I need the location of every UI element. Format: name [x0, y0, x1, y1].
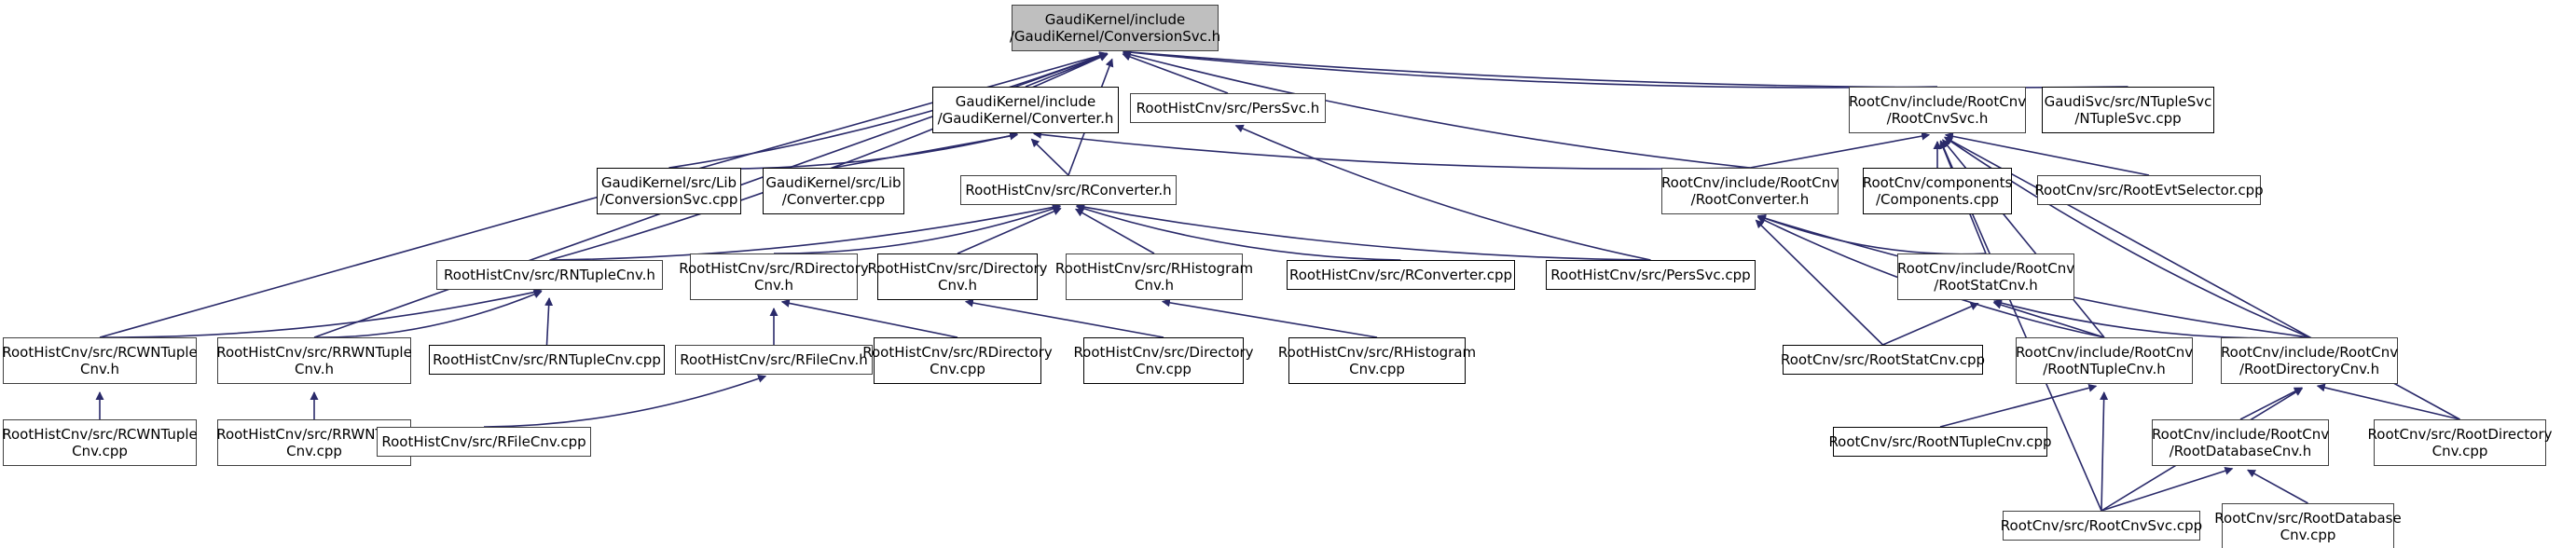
graph-node[interactable]: RootHistCnv/src/RDirectory Cnv.cpp — [862, 337, 1053, 384]
graph-node[interactable]: RootHistCnv/src/RCWNTuple Cnv.h — [2, 337, 198, 384]
graph-edge — [2239, 387, 2303, 420]
graph-edge — [668, 131, 1019, 171]
graph-node[interactable]: RootHistCnv/src/Directory Cnv.h — [867, 253, 1048, 300]
graph-node[interactable]: RootHistCnv/src/RHistogram Cnv.cpp — [1278, 337, 1476, 384]
graph-node[interactable]: RootHistCnv/src/PersSvc.h — [1130, 93, 1326, 123]
graph-edge — [1030, 138, 1069, 176]
graph-node[interactable]: RootCnv/src/RootNTupleCnv.cpp — [1828, 427, 2052, 457]
graph-node[interactable]: GaudiSvc/src/NTupleSvc /NTupleSvc.cpp — [2042, 87, 2214, 133]
graph-node[interactable]: GaudiKernel/src/Lib /Converter.cpp — [763, 168, 904, 214]
graph-edge — [773, 204, 1062, 254]
graph-edge — [1755, 219, 1884, 346]
graph-edge — [2247, 469, 2308, 504]
graph-node[interactable]: RootHistCnv/src/RFileCnv.cpp — [377, 427, 591, 457]
graph-node[interactable]: RootHistCnv/src/RRWNTuple Cnv.h — [216, 337, 412, 384]
graph-edge — [1032, 130, 1751, 170]
graph-edge — [957, 207, 1062, 254]
graph-node[interactable]: RootCnv/include/RootCnv /RootDatabaseCnv… — [2152, 419, 2329, 466]
graph-edge — [1756, 214, 1987, 255]
graph-edge — [1074, 208, 1155, 254]
graph-node[interactable]: RootCnv/src/RootCnvSvc.cpp — [2001, 511, 2202, 541]
graph-node[interactable]: RootHistCnv/src/RConverter.cpp — [1287, 260, 1515, 290]
graph-node[interactable]: RootCnv/include/RootCnv /RootNTupleCnv.h — [2016, 337, 2193, 384]
graph-edge — [1075, 202, 1651, 261]
graph-edge — [1944, 131, 2150, 176]
graph-edge — [1234, 124, 1651, 261]
graph-edge — [1122, 48, 1938, 89]
graph-edge — [549, 53, 1109, 261]
graph-node[interactable]: RootCnv/src/RootStatCnv.cpp — [1781, 345, 1985, 375]
graph-node[interactable]: RootCnv/include/RootCnv /RootConverter.h — [1661, 168, 1839, 214]
graph-edge — [780, 298, 958, 338]
graph-edge — [1992, 300, 2105, 338]
graph-node[interactable]: RootHistCnv/src/RConverter.h — [960, 175, 1177, 205]
graph-edge — [964, 298, 1164, 338]
graph-edge — [99, 288, 543, 338]
graph-edge — [833, 131, 1019, 169]
graph-node[interactable]: RootHistCnv/src/RNTupleCnv.h — [436, 260, 663, 290]
graph-node[interactable]: GaudiKernel/src/Lib /ConversionSvc.cpp — [597, 168, 741, 214]
graph-edge — [2100, 390, 2109, 512]
graph-edge — [544, 296, 554, 346]
graph-edge — [1882, 302, 1979, 346]
graph-node[interactable]: RootCnv/include/RootCnv /RootCnvSvc.h — [1849, 87, 2026, 133]
graph-node[interactable]: GaudiKernel/include /GaudiKernel/Convert… — [932, 87, 1119, 133]
graph-node[interactable]: RootHistCnv/src/Directory Cnv.cpp — [1073, 337, 1254, 384]
graph-node[interactable]: RootHistCnv/src/RNTupleCnv.cpp — [429, 345, 665, 375]
graph-node[interactable]: RootHistCnv/src/PersSvc.cpp — [1546, 260, 1756, 290]
graph-edge — [313, 290, 543, 338]
graph-node[interactable]: RootCnv/src/RootDatabase Cnv.cpp — [2214, 503, 2402, 548]
graph-edge — [1992, 298, 2310, 339]
graph-edge — [1075, 204, 1401, 261]
graph-node[interactable]: RootHistCnv/src/RFileCnv.h — [675, 345, 873, 375]
graph-edge — [1122, 50, 1751, 169]
graph-node[interactable]: RootCnv/components /Components.cpp — [1863, 168, 2012, 214]
graph-edge — [1122, 52, 1229, 94]
graph-node[interactable]: RootHistCnv/src/RCWNTuple Cnv.cpp — [2, 419, 198, 466]
graph-edge — [2316, 383, 2460, 420]
graph-node[interactable]: RootHistCnv/src/RHistogram Cnv.h — [1055, 253, 1253, 300]
graph-node[interactable]: RootCnv/include/RootCnv /RootDirectoryCn… — [2221, 337, 2398, 384]
graph-edge — [2101, 466, 2234, 512]
graph-edge — [668, 51, 1109, 169]
graph-edge — [1749, 131, 1931, 169]
graph-edge — [1161, 298, 1378, 338]
graph-node[interactable]: RootCnv/src/RootDirectory Cnv.cpp — [2368, 419, 2552, 466]
graph-edge — [483, 375, 767, 428]
graph-node[interactable]: RootCnv/include/RootCnv /RootStatCnv.h — [1897, 253, 2074, 300]
graph-node[interactable]: RootCnv/src/RootEvtSelector.cpp — [2034, 175, 2264, 205]
graph-node[interactable]: RootHistCnv/src/RDirectory Cnv.h — [679, 253, 869, 300]
graph-node-root[interactable]: GaudiKernel/include /GaudiKernel/Convers… — [1010, 5, 1220, 51]
graph-edge — [1939, 383, 2098, 428]
graph-edge — [1122, 48, 2128, 89]
graph-edge — [549, 203, 1062, 261]
